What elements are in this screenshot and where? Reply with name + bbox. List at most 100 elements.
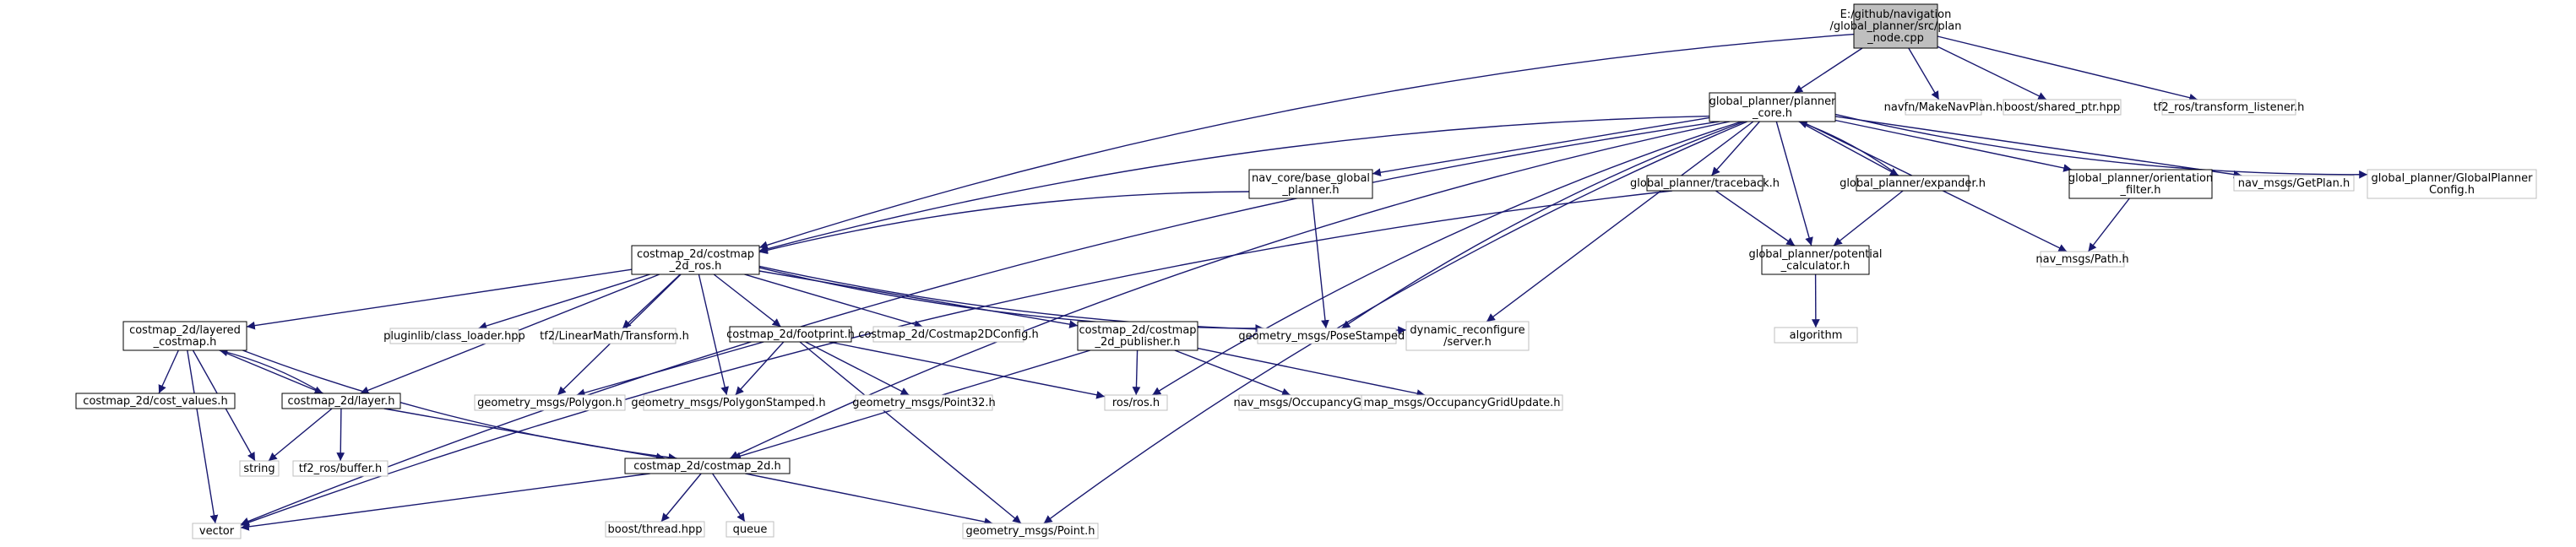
node-nav_path: nav_msgs/Path.h (2035, 251, 2129, 268)
node-footprint[interactable]: costmap_2d/footprint.h (726, 326, 855, 343)
edge-layer-to-costmap_2d (383, 408, 665, 462)
node-box (2367, 169, 2537, 199)
node-label: costmap_2d/Costmap2DConfig.h (858, 328, 1038, 341)
node-box (239, 460, 280, 477)
edge-root-to-planner_core (1794, 47, 1863, 94)
edge-footprint-to-ros (829, 341, 1106, 399)
node-queue: queue (726, 521, 774, 538)
node-box (2233, 175, 2355, 192)
node-layer[interactable]: costmap_2d/layer.h (281, 393, 401, 409)
node-box (2068, 169, 2213, 199)
node-label: geometry_msgs/Point32.h (852, 397, 996, 409)
edge-costmap_ros-to-footprint (713, 274, 781, 328)
edge-planner_core-to-orientation_filter (1834, 119, 2073, 172)
node-box (2161, 99, 2296, 116)
node-planner_core[interactable]: global_planner/planner_core.h (1709, 92, 1836, 122)
node-dyn_reconf: dynamic_reconfigure/server.h (1405, 321, 1530, 351)
edge-planner_core-to-posestamped (1341, 121, 1745, 329)
edge-layered_costmap-to-cost_values (158, 349, 179, 394)
node-box (1104, 394, 1168, 411)
node-cost_values[interactable]: costmap_2d/cost_values.h (75, 393, 236, 409)
node-label: _calculator.h (1780, 260, 1850, 273)
edge-traceback-to-potential_calculator (1715, 190, 1796, 246)
node-label: geometry_msgs/Point.h (966, 525, 1095, 538)
node-label: nav_msgs/Path.h (2035, 253, 2128, 266)
edge-root-to-transform_listener (1937, 35, 2198, 102)
node-root[interactable]: E:/github/navigation/global_planner/src/… (1830, 3, 1962, 49)
node-label: boost/shared_ptr.hpp (2004, 101, 2121, 114)
edge-costmap_publisher-to-ros (1132, 349, 1141, 396)
node-box (75, 393, 236, 409)
node-layered_costmap[interactable]: costmap_2d/layered_costmap.h (122, 321, 247, 351)
node-label: _costmap.h (153, 336, 217, 349)
node-occupancygrid: nav_msgs/OccupancyGrid.h (1234, 394, 1386, 411)
edge-expander-to-potential_calculator (1833, 190, 1904, 246)
edge-orientation_filter-to-nav_path (2087, 198, 2130, 252)
edge-footprint-to-polygonstamped (735, 341, 785, 396)
node-label: nav_msgs/GetPlan.h (2238, 177, 2350, 190)
node-label: tf2_ros/buffer.h (299, 463, 383, 475)
node-polygonstamped: geometry_msgs/PolygonStamped.h (631, 394, 826, 411)
node-costmap_publisher[interactable]: costmap_2d/costmap_2d_publisher.h (1077, 321, 1198, 351)
edge-base_global_planner-to-costmap_ros (758, 191, 1250, 255)
node-transform_listener: tf2_ros/transform_listener.h (2154, 99, 2304, 116)
node-box (1257, 328, 1397, 344)
edge-planner_core-to-gp_config (1834, 113, 2368, 179)
node-box (624, 458, 791, 474)
node-box (605, 521, 705, 538)
edge-costmap_ros-to-layered_costmap (246, 268, 633, 330)
node-label: global_planner/expander.h (1840, 177, 1986, 190)
node-label: navfn/MakeNavPlan.h (1884, 101, 2003, 114)
node-label: _planner.h (1281, 184, 1339, 197)
node-label: _2d_publisher.h (1094, 336, 1180, 349)
node-label: nav_core/base_global (1252, 172, 1370, 185)
edge-costmap_ros-to-tf2_transform (622, 274, 681, 329)
node-class_loader: pluginlib/class_loader.hpp (383, 328, 525, 344)
node-costmap2dconfig: costmap_2d/Costmap2DConfig.h (858, 326, 1039, 343)
node-label: ros/ros.h (1112, 397, 1160, 409)
node-point32: geometry_msgs/Point32.h (852, 394, 996, 411)
node-point: geometry_msgs/Point.h (962, 523, 1099, 539)
node-expander[interactable]: global_planner/expander.h (1840, 175, 1986, 192)
node-shared_ptr: boost/shared_ptr.hpp (2003, 99, 2122, 116)
edge-footprint-to-point32 (805, 341, 910, 396)
node-label: costmap_2d/cost_values.h (83, 395, 227, 408)
edge-planner_core-to-costmap_ros (758, 115, 1710, 253)
edge-root-to-costmap_ros (758, 33, 1855, 249)
node-label: geometry_msgs/PoseStamped.h (1238, 330, 1415, 343)
node-label: global_planner/traceback.h (1630, 177, 1780, 190)
node-string: string (239, 460, 280, 477)
node-ros: ros/ros.h (1104, 394, 1168, 411)
node-potential_calculator[interactable]: global_planner/potential_calculator.h (1748, 245, 1883, 275)
node-label: costmap_2d/costmap (637, 248, 754, 261)
node-box (1774, 327, 1858, 344)
edge-planner_core-to-traceback (1710, 121, 1760, 176)
node-costmap_ros[interactable]: costmap_2d/costmap_2d_ros.h (631, 245, 760, 275)
edge-planner_core-to-expander (1798, 121, 1899, 176)
node-box (1761, 245, 1870, 275)
node-box (962, 523, 1099, 539)
edge-layer-to-tf2_buffer (336, 408, 345, 462)
node-orientation_filter[interactable]: global_planner/orientation_filter.h (2068, 169, 2213, 199)
node-traceback[interactable]: global_planner/traceback.h (1630, 175, 1780, 192)
node-label: costmap_2d/costmap (1079, 324, 1196, 337)
edge-layer-to-string (268, 408, 333, 462)
node-costmap_2d[interactable]: costmap_2d/costmap_2d.h (624, 458, 791, 474)
node-label: vector (199, 525, 235, 538)
node-label: costmap_2d/layer.h (287, 395, 394, 408)
node-base_global_planner[interactable]: nav_core/base_global_planner.h (1248, 169, 1373, 199)
node-box (122, 321, 247, 351)
node-algorithm: algorithm (1774, 327, 1858, 344)
node-posestamped: geometry_msgs/PoseStamped.h (1238, 328, 1416, 344)
edge-planner_core-to-dyn_reconf (1486, 121, 1754, 322)
node-label: _2d_ros.h (669, 260, 722, 273)
node-label: _filter.h (2120, 184, 2161, 197)
edge-root-to-shared_ptr (1937, 46, 2047, 100)
edge-layered_costmap-to-layer (219, 349, 323, 394)
node-box (1077, 321, 1198, 351)
node-box (1646, 175, 1764, 192)
node-label: global_planner/orientation (2068, 172, 2213, 185)
node-label: _core.h (1752, 107, 1792, 120)
edge-footprint-to-point (799, 341, 1022, 524)
